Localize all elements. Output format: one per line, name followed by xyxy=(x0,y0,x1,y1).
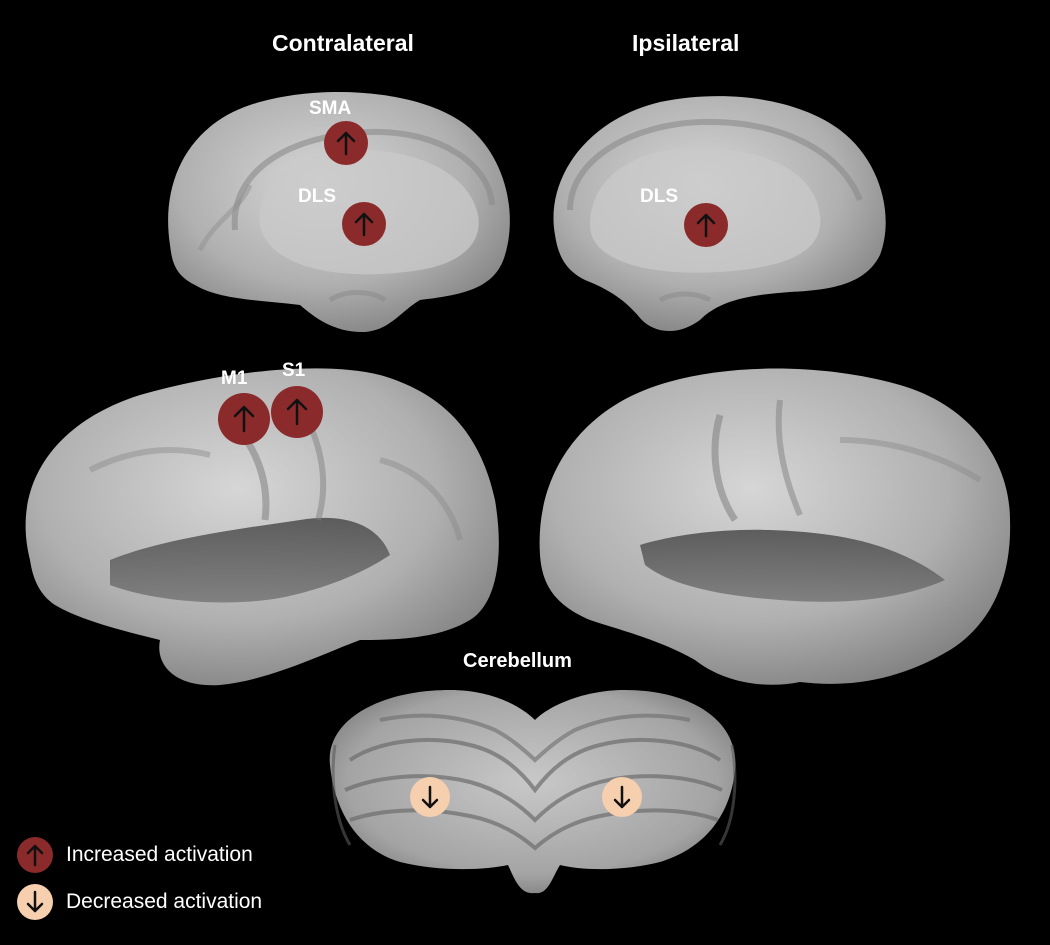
contralateral-header: Contralateral xyxy=(272,30,414,56)
ipsilateral-header: Ipsilateral xyxy=(632,30,740,56)
legend-increased: Increased activation xyxy=(16,836,253,874)
s1-label: S1 xyxy=(282,360,306,381)
ipsilateral-lateral-hemisphere xyxy=(539,368,1011,685)
increased-swatch xyxy=(17,837,53,873)
legend-decreased: Decreased activation xyxy=(16,883,262,921)
legend-decreased-label: Decreased activation xyxy=(66,890,263,913)
dls-ipsilateral-activation-marker xyxy=(684,203,728,247)
arrow-down-icon xyxy=(26,890,44,913)
sma-label: SMA xyxy=(309,98,352,119)
arrow-up-icon xyxy=(354,212,374,237)
decreased-swatch xyxy=(17,884,53,920)
sma-activation-marker xyxy=(324,121,368,165)
cerebellum-right-activation-marker xyxy=(602,777,642,817)
arrow-down-icon xyxy=(613,785,631,809)
arrow-up-icon xyxy=(233,405,255,433)
legend-increased-label: Increased activation xyxy=(66,843,253,866)
contralateral-medial-hemisphere xyxy=(168,92,510,333)
cerebellum xyxy=(329,690,737,894)
m1-label: M1 xyxy=(221,368,248,389)
s1-activation-marker xyxy=(271,386,323,438)
dls-ipsilateral-label: DLS xyxy=(640,186,678,207)
cerebellum-left-activation-marker xyxy=(410,777,450,817)
arrow-up-icon xyxy=(336,131,356,156)
arrow-up-icon xyxy=(26,844,44,867)
contralateral-lateral-hemisphere xyxy=(25,368,499,686)
m1-activation-marker xyxy=(218,393,270,445)
arrow-down-icon xyxy=(421,785,439,809)
dls-contralateral-activation-marker xyxy=(342,202,386,246)
dls-contralateral-label: DLS xyxy=(298,186,336,207)
arrow-up-icon xyxy=(286,398,308,426)
cerebellum-header: Cerebellum xyxy=(463,650,572,672)
arrow-up-icon xyxy=(696,213,716,238)
